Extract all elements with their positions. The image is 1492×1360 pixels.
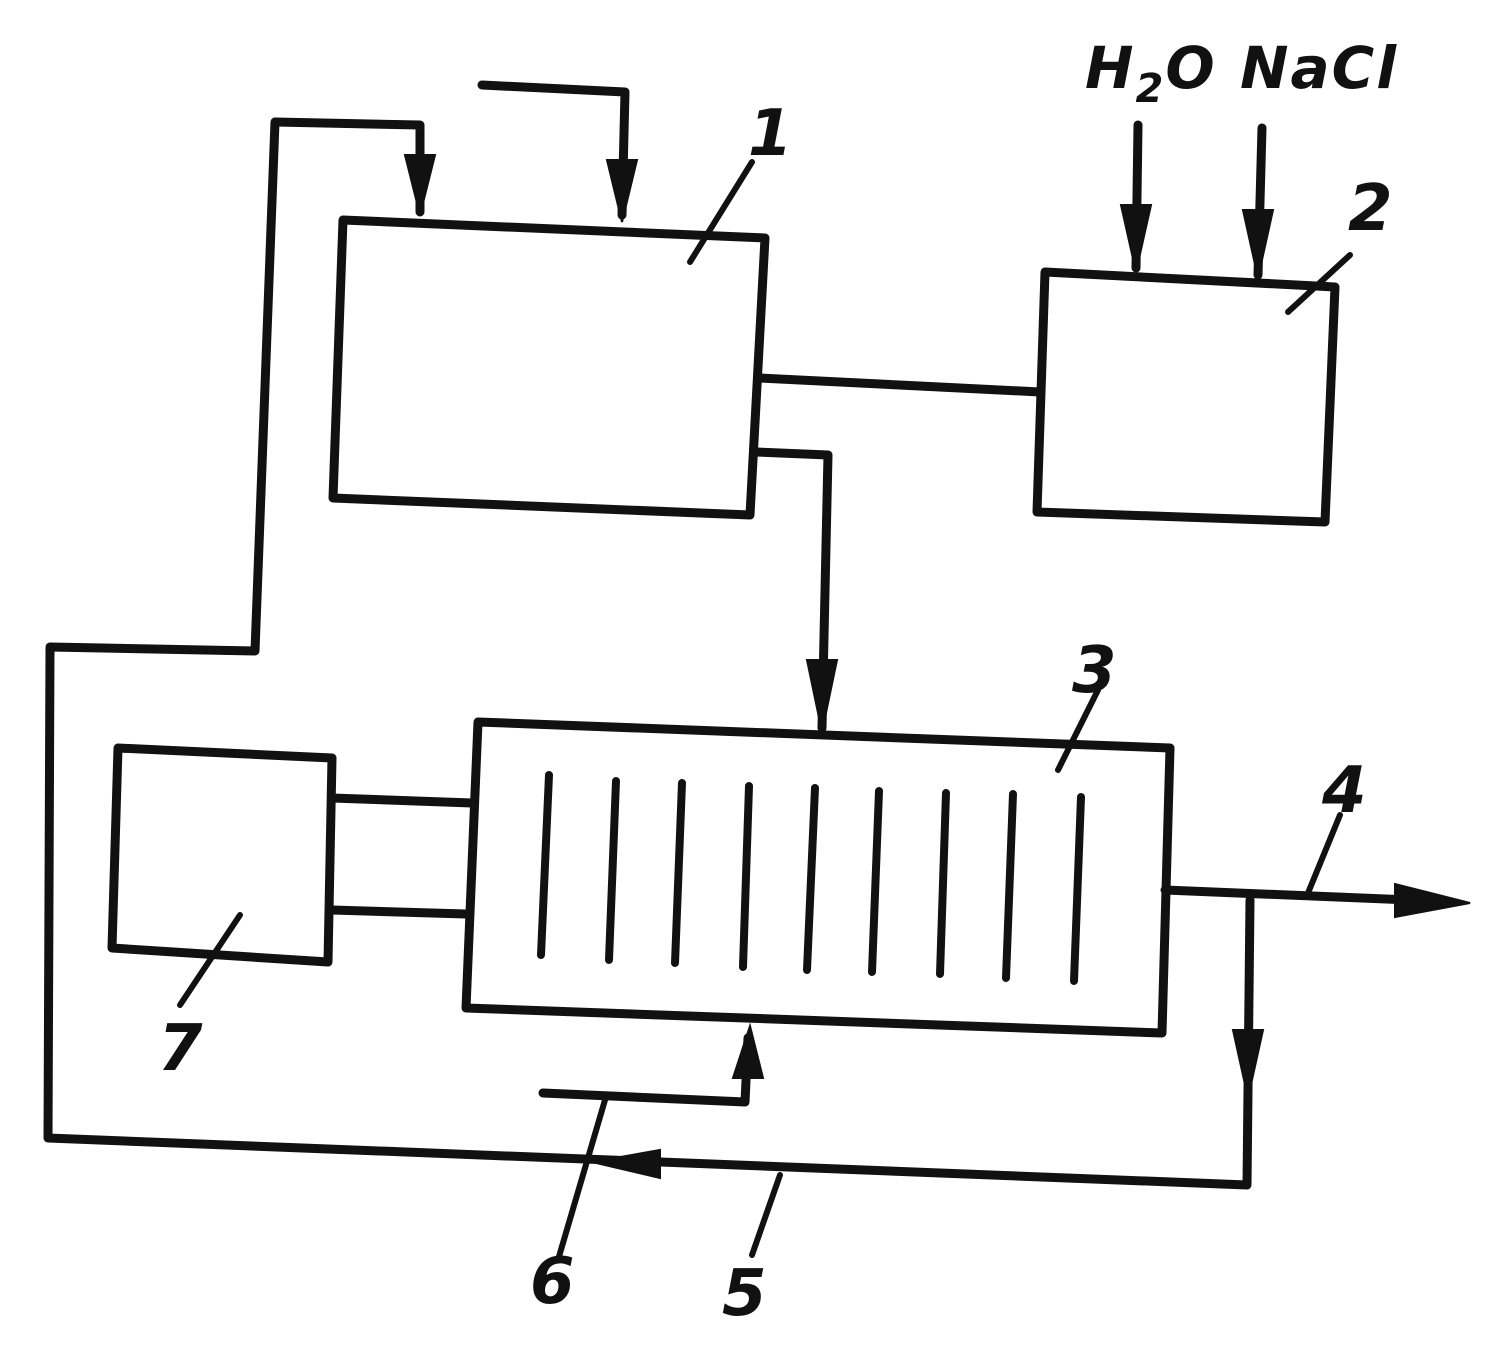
- output-line-4: [1160, 885, 1415, 905]
- arrow-into-block-3: [805, 659, 839, 733]
- link-7-3-lower: [327, 905, 471, 919]
- link-1-3: [751, 447, 833, 733]
- salt-input-arrow: [1241, 209, 1275, 279]
- label-7: 7: [158, 1012, 203, 1086]
- block-2: [1032, 267, 1340, 527]
- block-7: [107, 743, 337, 967]
- salt-label: NaCl: [1240, 34, 1398, 102]
- label-4: 4: [1321, 754, 1367, 828]
- link-1-2: [755, 373, 1045, 397]
- output-arrow-4: [1394, 882, 1471, 919]
- input-arrow-6: [731, 1022, 765, 1079]
- label-1: 1: [748, 97, 793, 171]
- link-7-3-upper: [327, 793, 477, 808]
- label-2: 2: [1348, 172, 1393, 246]
- recycle-arrow-left: [591, 1148, 661, 1180]
- label-5: 5: [722, 1257, 767, 1331]
- block-3-electrolyzer: [461, 717, 1175, 1038]
- leader-lines: [177, 159, 1353, 1263]
- recycle-arrow-down: [1231, 1029, 1265, 1099]
- input-line-6: [538, 1033, 753, 1107]
- electrode-plates: [537, 771, 1085, 985]
- block-1: [328, 215, 770, 520]
- recycle-line: [43, 117, 1255, 1190]
- feed-arrow-top: [605, 159, 639, 223]
- water-label: H2O: [1085, 34, 1217, 112]
- water-input-arrow: [1119, 204, 1153, 273]
- label-3: 3: [1072, 634, 1117, 708]
- feed-line-top: [477, 80, 630, 220]
- recycle-arrow-into-block-1: [403, 154, 437, 216]
- label-6: 6: [530, 1245, 575, 1319]
